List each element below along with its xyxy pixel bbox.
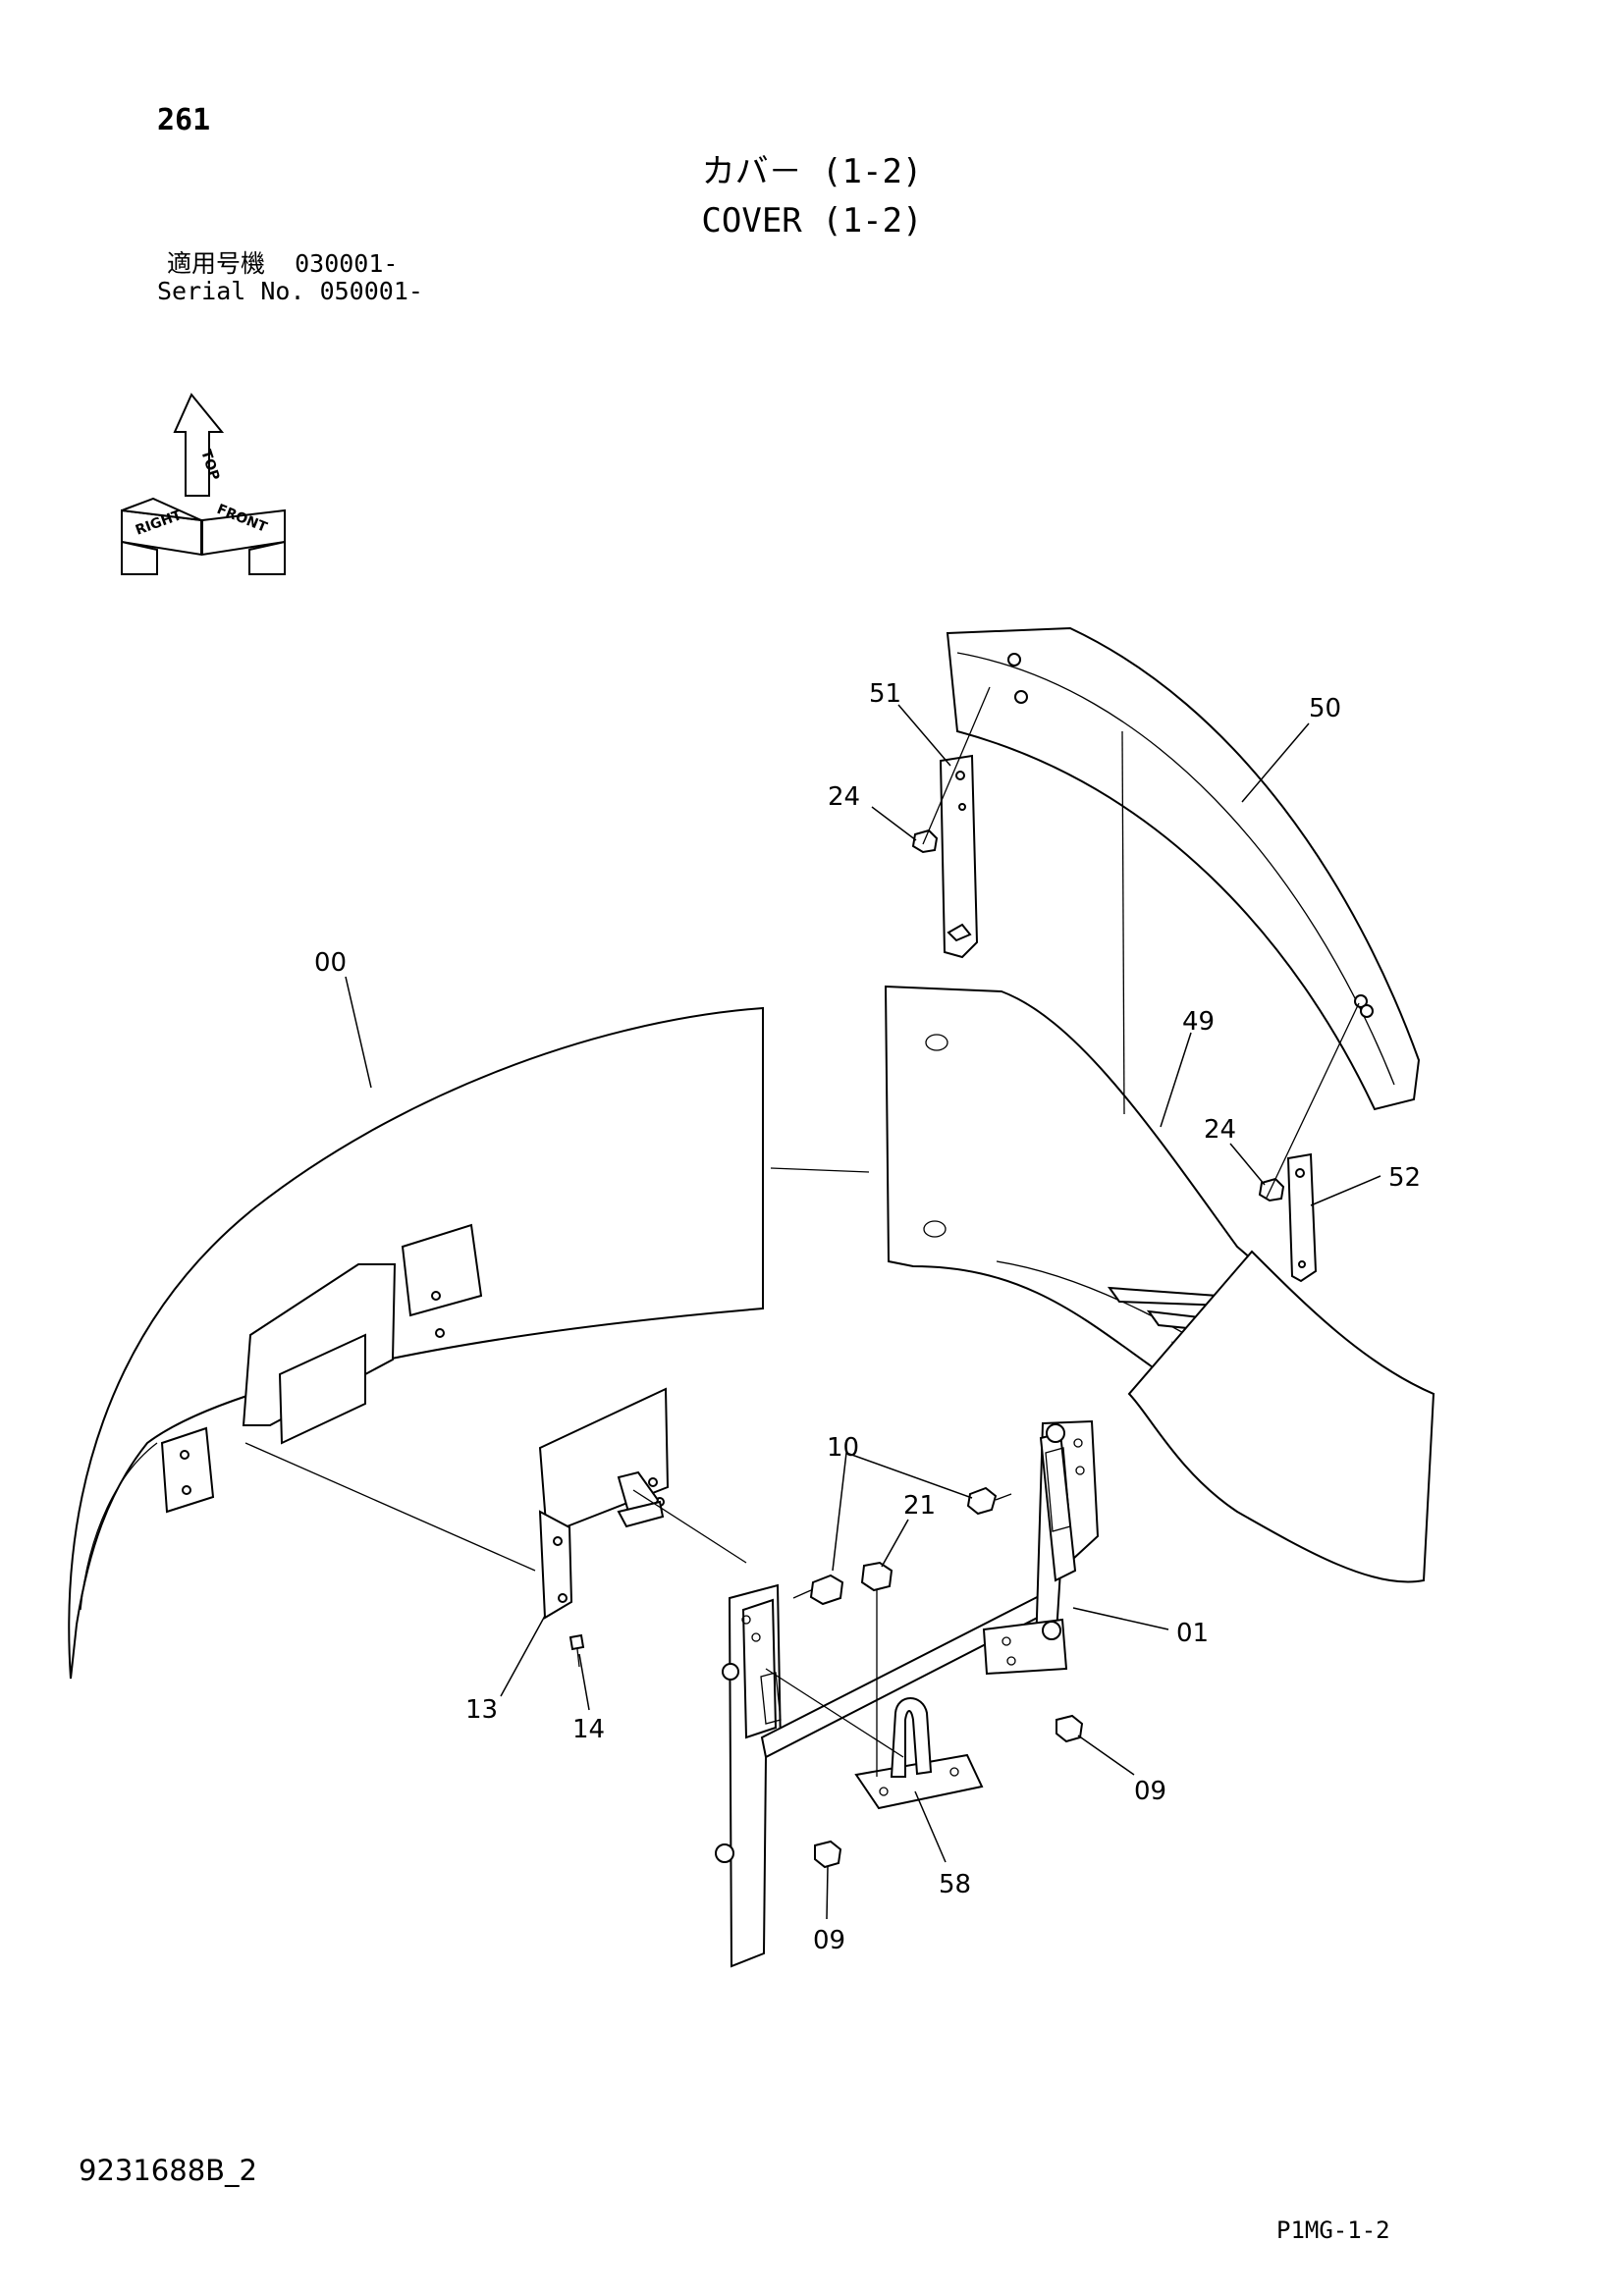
part-52-bracket <box>1286 1152 1318 1283</box>
callout-58: 58 <box>939 1870 971 1899</box>
serial-range-english: Serial No. 050001- <box>157 277 423 305</box>
part-24-bolt <box>911 828 1285 1202</box>
part-01-hinge-frame <box>715 1419 1100 1968</box>
title-english: COVER (1-2) <box>701 201 923 240</box>
document-id: 9231688B_2 <box>79 2154 258 2187</box>
callout-24-upper: 24 <box>828 782 860 812</box>
callout-52: 52 <box>1388 1163 1421 1193</box>
part-14-screw <box>568 1633 585 1668</box>
serial-range-japanese: 適用号機 030001- <box>167 249 399 278</box>
page-code: P1MG-1-2 <box>1276 2216 1390 2244</box>
page-number: 261 <box>157 103 211 137</box>
callout-09-right: 09 <box>1134 1777 1166 1806</box>
callout-13: 13 <box>465 1695 498 1725</box>
part-10-bolt <box>792 1486 1012 1606</box>
part-00-main-cover <box>68 1006 764 1680</box>
part-09-bolt <box>814 1714 1084 1869</box>
callout-01: 01 <box>1176 1619 1209 1648</box>
callout-51: 51 <box>869 679 901 709</box>
title-japanese: カバ－ (1-2) <box>701 152 923 191</box>
orientation-icon: TOP RIGHT FRONT <box>121 393 286 575</box>
callout-14: 14 <box>572 1715 605 1744</box>
callout-10: 10 <box>827 1433 859 1463</box>
reference-lines <box>244 686 1360 1758</box>
callout-50: 50 <box>1309 694 1341 723</box>
part-21-bolt <box>860 1561 893 1777</box>
part-51-bracket <box>939 754 979 959</box>
callout-labels: 51 50 24 00 49 24 52 10 21 01 13 14 09 5… <box>314 679 1421 1955</box>
callout-09-lower: 09 <box>813 1926 845 1955</box>
callout-24-lower: 24 <box>1204 1115 1236 1145</box>
callout-00: 00 <box>314 948 347 978</box>
callout-49: 49 <box>1182 1007 1215 1037</box>
part-49-lower-panel <box>1127 1250 1435 1583</box>
leader-lines <box>345 704 1381 1920</box>
part-13-plate <box>538 1387 670 1620</box>
callout-21: 21 <box>903 1491 936 1521</box>
part-58-striker <box>854 1697 984 1810</box>
